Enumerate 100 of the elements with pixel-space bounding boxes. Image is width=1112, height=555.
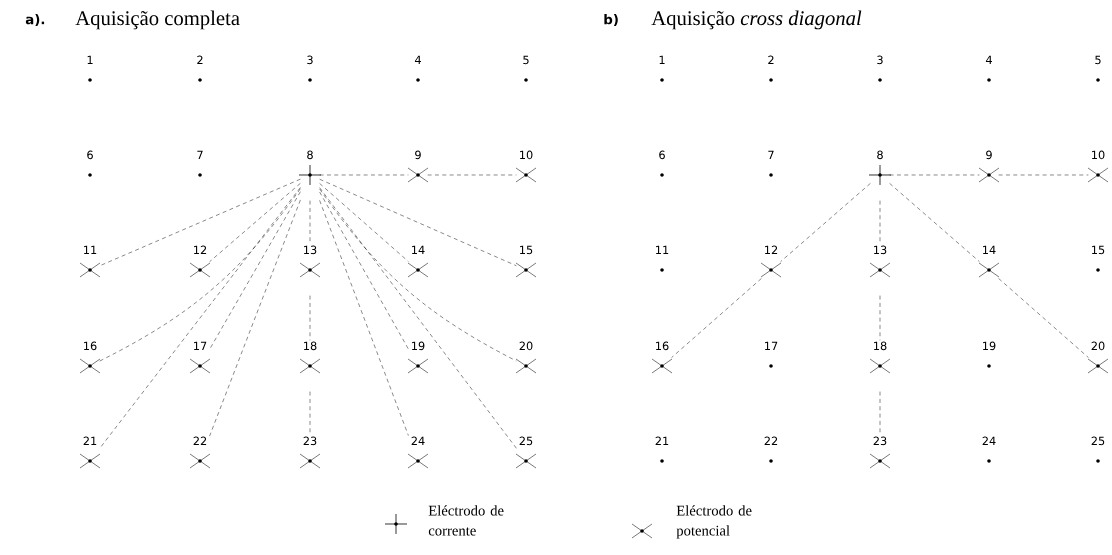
- node-label: 18: [304, 341, 317, 351]
- dashed-line: [209, 191, 301, 350]
- node-label: 3: [877, 55, 883, 65]
- electrode: 15: [515, 245, 537, 278]
- electrode: 24: [982, 436, 996, 463]
- dashed-line: [319, 174, 409, 176]
- node-label: 24: [982, 436, 996, 445]
- panel-title: Aquisição completa: [75, 10, 240, 30]
- dashed-line: [309, 200, 311, 245]
- electrode: 21: [79, 436, 101, 469]
- node-label: 6: [87, 150, 93, 160]
- electrode: 22: [764, 436, 778, 463]
- node-label: 17: [194, 341, 207, 350]
- dashed-line: [209, 199, 301, 437]
- electrode: 14: [978, 245, 1000, 278]
- electrode: 6: [87, 150, 93, 177]
- node-label: 15: [520, 245, 533, 255]
- node-label: 20: [519, 341, 533, 351]
- dashed-line: [309, 391, 311, 436]
- electrode: 11: [656, 245, 669, 272]
- electrode: 18: [299, 341, 321, 374]
- electrode: 10: [1087, 150, 1109, 183]
- dashed-line: [427, 174, 517, 176]
- node-label: 15: [1092, 245, 1105, 255]
- node-label: 9: [415, 150, 421, 160]
- electrode: 18: [869, 341, 891, 374]
- electrode: 5: [1095, 55, 1101, 82]
- electrode: 9: [407, 150, 429, 183]
- electrode: 7: [768, 150, 774, 177]
- dashed-line: [879, 295, 881, 341]
- electrode: 10: [515, 150, 537, 183]
- electrode: 1: [659, 55, 665, 82]
- electrode: 15: [1092, 245, 1105, 272]
- node-label: 1: [87, 55, 93, 64]
- dashed-line: [99, 188, 301, 362]
- electrode: 19: [407, 341, 429, 374]
- node-label: 8: [307, 150, 313, 160]
- electrode: 3: [307, 55, 313, 82]
- electrode: 24: [407, 436, 429, 469]
- electrode: 7: [197, 150, 203, 177]
- dashed-line: [879, 391, 881, 436]
- electrode: 8: [868, 150, 892, 186]
- electrode: 2: [768, 55, 774, 82]
- electrode: 12: [760, 245, 782, 278]
- electrode: 5: [523, 55, 529, 82]
- electrode: 16: [651, 341, 673, 374]
- node-label: 1: [659, 55, 665, 64]
- electrode: 4: [985, 55, 992, 82]
- electrode: 2: [197, 55, 203, 82]
- electrode: 9: [978, 150, 1000, 183]
- node-label: 12: [194, 245, 207, 254]
- electrode: 23: [299, 436, 321, 469]
- node-label: 8: [877, 150, 883, 160]
- electrode: 20: [515, 341, 537, 374]
- node-label: 5: [523, 55, 529, 65]
- node-label: 13: [304, 245, 317, 255]
- electrode: 17: [765, 341, 778, 368]
- electrode: 21: [655, 436, 669, 463]
- electrode: 23: [869, 436, 891, 469]
- electrode: 13: [299, 245, 321, 278]
- node-label: 16: [84, 341, 97, 351]
- panel-title: Aquisição cross diagonal: [651, 10, 862, 30]
- node-label: 19: [412, 341, 425, 351]
- dashed-line: [209, 183, 301, 262]
- node-label: 4: [985, 55, 992, 64]
- node-label: 16: [656, 341, 669, 351]
- node-label: 25: [1091, 436, 1105, 446]
- dashed-line: [780, 183, 871, 262]
- electrode: 25: [1091, 436, 1105, 463]
- node-label: 21: [83, 436, 97, 445]
- dashed-line: [309, 295, 311, 341]
- electrode: 14: [407, 245, 429, 278]
- node-label: 3: [307, 55, 313, 65]
- node-label: 9: [986, 150, 992, 160]
- electrode: 6: [659, 150, 665, 177]
- dashed-line: [879, 200, 881, 245]
- node-label: 11: [84, 245, 97, 254]
- node-label: 24: [411, 436, 425, 445]
- dashed-line: [319, 188, 517, 362]
- electrode: 22: [189, 436, 211, 469]
- electrode: 4: [414, 55, 421, 82]
- dashed-line: [671, 278, 762, 358]
- node-label: 2: [768, 55, 774, 64]
- dashed-line: [319, 200, 409, 436]
- node-label: 10: [1092, 150, 1105, 160]
- node-label: 7: [768, 150, 774, 159]
- legend-text: Eléctrodo de corrente: [428, 505, 504, 536]
- dashed-line: [99, 187, 301, 449]
- node-label: 17: [765, 341, 778, 350]
- electrode: 25: [515, 436, 537, 469]
- dashed-line: [998, 278, 1089, 358]
- node-label: 7: [197, 150, 203, 159]
- electrode: 12: [189, 245, 211, 278]
- dashed-line: [99, 178, 301, 267]
- node-label: 19: [983, 341, 996, 351]
- node-label: 21: [655, 436, 669, 445]
- panel-letter: a).: [25, 14, 45, 26]
- node-label: 4: [414, 55, 421, 64]
- electrode: 16: [79, 341, 101, 374]
- node-label: 20: [1091, 341, 1105, 351]
